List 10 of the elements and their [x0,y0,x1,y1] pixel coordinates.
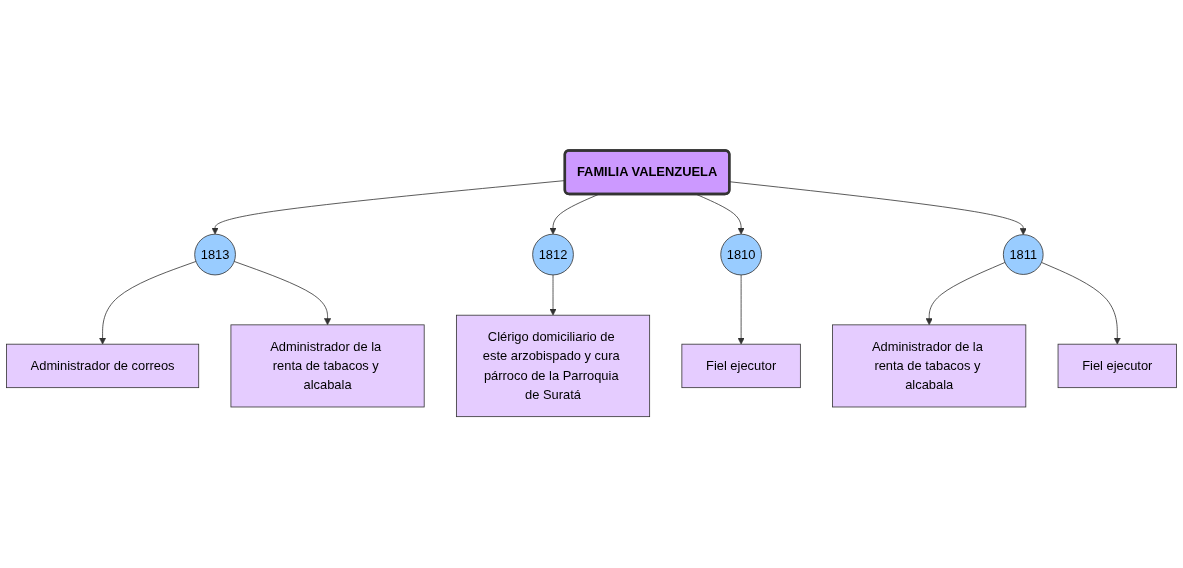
node-circle: 1811 [1002,234,1044,276]
node-circle: 1812 [532,234,574,276]
node-box: Clérigo domiciliario de este arzobispado y cura párroco de la Parroquia de Suratá [456,315,651,418]
node-box: Fiel ejecutor [681,344,801,389]
node-box: Administrador de la renta de tabacos y alcabala [832,324,1027,408]
node-box: Administrador de la renta de tabacos y alcabala [230,324,425,408]
node-circle: 1813 [194,234,236,276]
node-circle: 1810 [720,234,762,276]
node-box: Administrador de correos [6,344,200,389]
node-box: Fiel ejecutor [1057,344,1177,389]
